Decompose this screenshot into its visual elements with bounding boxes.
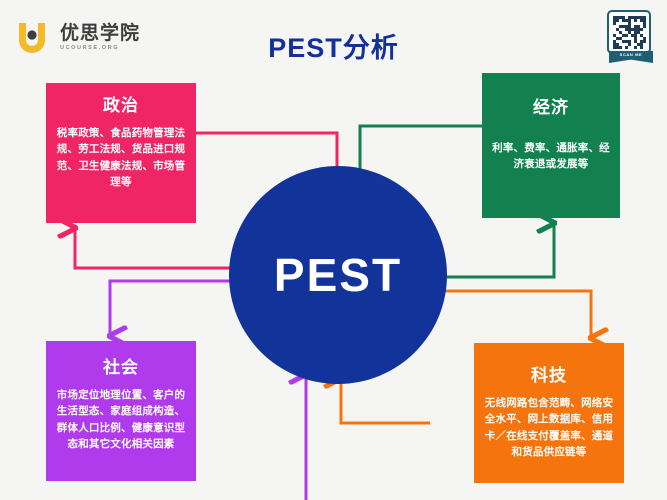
qr-ribbon-label: SCAN ME [609, 51, 653, 63]
brand-name-cn: 优思学院 [60, 23, 141, 45]
quadrant-economic-title: 经济 [533, 98, 569, 117]
qr-code-icon [607, 10, 651, 54]
brand-logo: 优思学院 UCOURSE.ORG [12, 18, 140, 58]
quadrant-political-body: 税率政策、食品药物管理法规、劳工法规、货品进口规范、卫生健康法规、市场管理等 [56, 127, 186, 188]
center-label: PEST [273, 249, 403, 301]
quadrant-political-title: 政治 [103, 96, 139, 115]
quadrant-technological[interactable]: 科技 无线网路包含范畴、网络安全水平、网上数据库、信用卡／在线支付覆盖率、通道和… [474, 343, 624, 483]
center-circle: PEST [229, 166, 447, 384]
quadrant-social[interactable]: 社会 市场定位地理位置、客户的生活型态、家庭组成构造、群体人口比例、健康意识型态… [46, 341, 196, 481]
connector-center-to-economic [444, 223, 554, 279]
page-title: PEST分析 [268, 33, 399, 63]
connector-center-to-technological [443, 289, 591, 338]
quadrant-economic-body: 利率、费率、通胀率、经济衰退或发展等 [492, 142, 610, 171]
connector-center-to-social [110, 279, 231, 336]
quadrant-social-body: 市场定位地理位置、客户的生活型态、家庭组成构造、群体人口比例、健康意识型态和其它… [56, 389, 186, 450]
quadrant-technological-body: 无线网路包含范畴、网络安全水平、网上数据库、信用卡／在线支付覆盖率、通道和货品供… [484, 397, 614, 458]
quadrant-social-title: 社会 [103, 358, 139, 377]
quadrant-technological-title: 科技 [531, 366, 567, 385]
quadrant-political[interactable]: 政治 税率政策、食品药物管理法规、劳工法规、货品进口规范、卫生健康法规、市场管理… [46, 83, 196, 223]
u-shield-logo-icon [12, 18, 52, 58]
qr-code-block[interactable]: SCAN ME [607, 10, 655, 63]
quadrant-economic[interactable]: 经济 利率、费率、通胀率、经济衰退或发展等 [482, 73, 620, 218]
brand-name-en: UCOURSE.ORG [60, 45, 120, 52]
connector-technological-to-center [341, 378, 430, 425]
connector-center-to-political [75, 228, 232, 270]
